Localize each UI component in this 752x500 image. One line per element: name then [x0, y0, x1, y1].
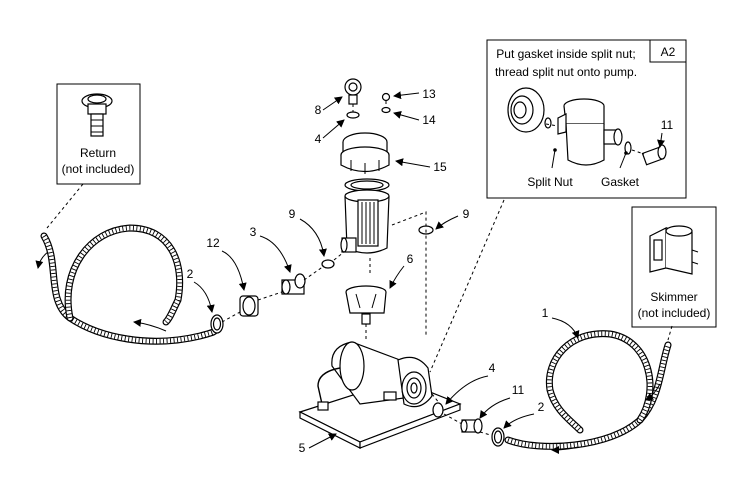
skimmer-label: Skimmer	[650, 290, 697, 304]
part-label-3: 3	[250, 225, 257, 239]
part-label-2-right: 2	[538, 400, 545, 414]
pump-motor	[331, 341, 433, 408]
hose-clamp-right	[491, 427, 505, 447]
return-label: Return	[80, 146, 116, 160]
a2-part-11-label: 11	[661, 118, 674, 132]
o-ring-14	[381, 106, 391, 114]
washer-4-top	[346, 111, 360, 119]
part-label-2-left: 2	[187, 267, 194, 281]
skimmer-icon	[649, 225, 699, 275]
a2-instruction-line2: thread split nut onto pump.	[495, 65, 637, 79]
skimmer-not-included-label: (not included)	[638, 306, 711, 320]
return-hose	[40, 224, 220, 345]
filter-stand-6	[345, 285, 387, 325]
a2-callout-frame	[486, 39, 687, 199]
skimmer-callout-frame	[631, 206, 717, 328]
filter-housing-15	[340, 132, 390, 254]
a2-tag: A2	[661, 45, 676, 59]
flow-arrow-right-hose-bottom	[551, 445, 579, 454]
part-label-14: 14	[422, 113, 436, 127]
part-label-4-top: 4	[315, 132, 322, 146]
part-label-4-lower: 4	[489, 361, 496, 375]
hose-adaptor-11	[460, 418, 483, 434]
part-label-9-left: 9	[289, 207, 296, 221]
split-nut-label: Split Nut	[527, 175, 573, 189]
part-label-13: 13	[422, 87, 436, 101]
adaptor-11-detail-icon	[641, 144, 667, 166]
part-number-labels: 2 12 3 9 8 4 13 14 15 9 6 1 4 11 2 5	[187, 87, 580, 455]
power-cord	[317, 367, 341, 405]
part-label-12: 12	[206, 236, 220, 250]
return-callout-frame	[56, 83, 141, 185]
gasket-label: Gasket	[601, 175, 640, 189]
a2-instruction-line1: Put gasket inside split nut;	[496, 47, 635, 61]
flow-arrow-left-hose-bottom	[133, 318, 167, 332]
part-label-8: 8	[315, 103, 322, 117]
skimmer-callout: Skimmer (not included)	[631, 206, 717, 328]
hose-clamp-left	[210, 314, 224, 334]
return-leader	[46, 183, 84, 229]
part-label-5: 5	[299, 441, 306, 455]
o-ring-left	[321, 259, 335, 269]
pump-detail-icon	[557, 98, 632, 166]
part-label-6: 6	[407, 252, 414, 266]
return-not-included-label: (not included)	[62, 162, 135, 176]
flow-arrow-left-hose	[35, 251, 49, 269]
gasket-4-lower	[432, 402, 444, 418]
return-callout: Return (not included)	[56, 83, 141, 185]
part-label-1: 1	[542, 306, 549, 320]
a2-detail-callout: A2 Put gasket inside split nut; thread s…	[486, 39, 687, 199]
part-label-15: 15	[433, 160, 447, 174]
hose-adaptor-3	[281, 273, 306, 295]
part-label-9-right: 9	[463, 207, 470, 221]
gasket-detail-ring	[624, 141, 632, 155]
pressure-gauge-8	[344, 78, 362, 119]
flow-arrow-right-hose	[645, 383, 661, 401]
split-nut-12	[239, 295, 259, 317]
skimmer-hose	[504, 330, 672, 450]
a2-tag-frame	[649, 39, 687, 63]
split-nut-detail-icon	[507, 87, 552, 133]
vent-valve-13	[381, 92, 391, 102]
part-label-11: 11	[512, 383, 525, 397]
return-fitting-icon	[81, 93, 113, 137]
power-plug	[317, 401, 329, 411]
